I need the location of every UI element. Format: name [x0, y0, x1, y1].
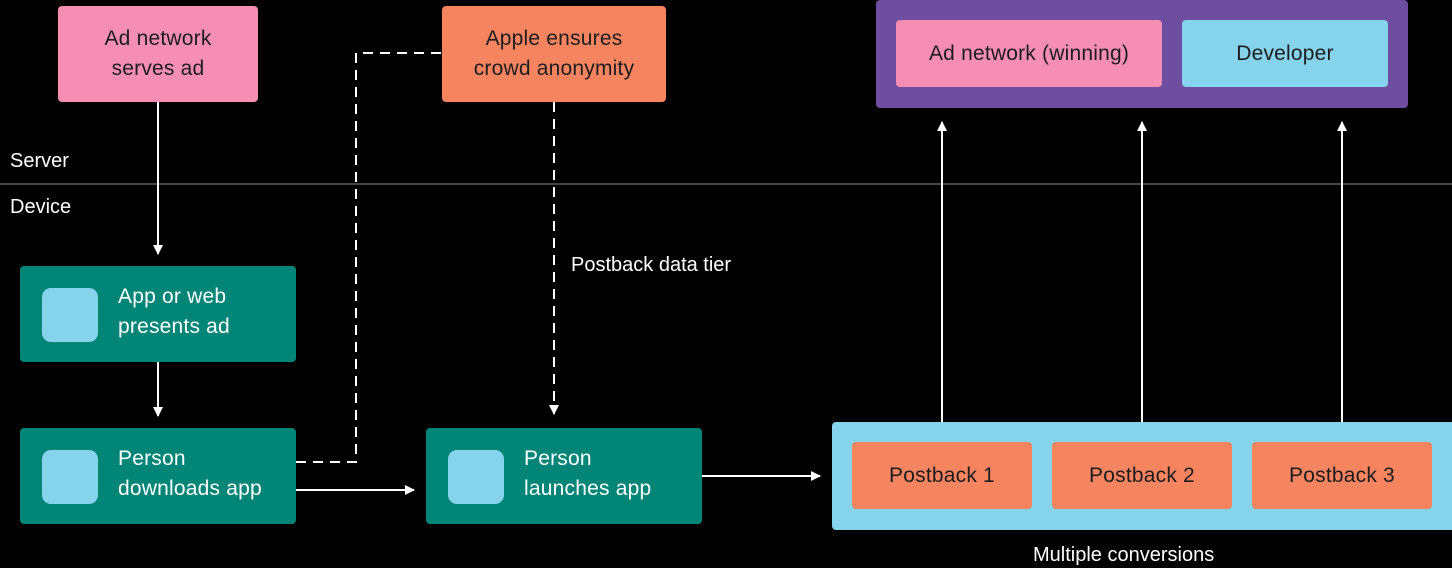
app-presents-ad-text: App or web presents ad	[118, 285, 230, 338]
app-icon	[42, 450, 98, 504]
device-label: Device	[10, 196, 72, 218]
person-launches-app-box: Person launches app	[426, 428, 702, 524]
postback-3-box: Postback 3	[1252, 442, 1432, 509]
postback-data-tier-label: Postback data tier	[571, 254, 732, 276]
app-presents-ad-box: App or web presents ad	[20, 266, 296, 362]
app-icon	[448, 450, 504, 504]
postback-2-box: Postback 2	[1052, 442, 1232, 509]
person-downloads-app-text: Person downloads app	[118, 447, 262, 500]
person-downloads-app-box: Person downloads app	[20, 428, 296, 524]
ad-network-serves-ad-box: Ad network serves ad	[58, 6, 258, 102]
apple-crowd-anonymity-box: Apple ensures crowd anonymity	[442, 6, 666, 102]
person-launches-app-text: Person launches app	[524, 447, 652, 500]
server-label: Server	[10, 150, 69, 172]
postback-1-box: Postback 1	[852, 442, 1032, 509]
app-icon	[42, 288, 98, 342]
dashed-downloads-to-apple	[296, 52, 442, 463]
developer-box: Developer	[1182, 20, 1388, 87]
ad-network-winning-box: Ad network (winning)	[896, 20, 1162, 87]
multiple-conversions-label: Multiple conversions	[1033, 544, 1215, 566]
